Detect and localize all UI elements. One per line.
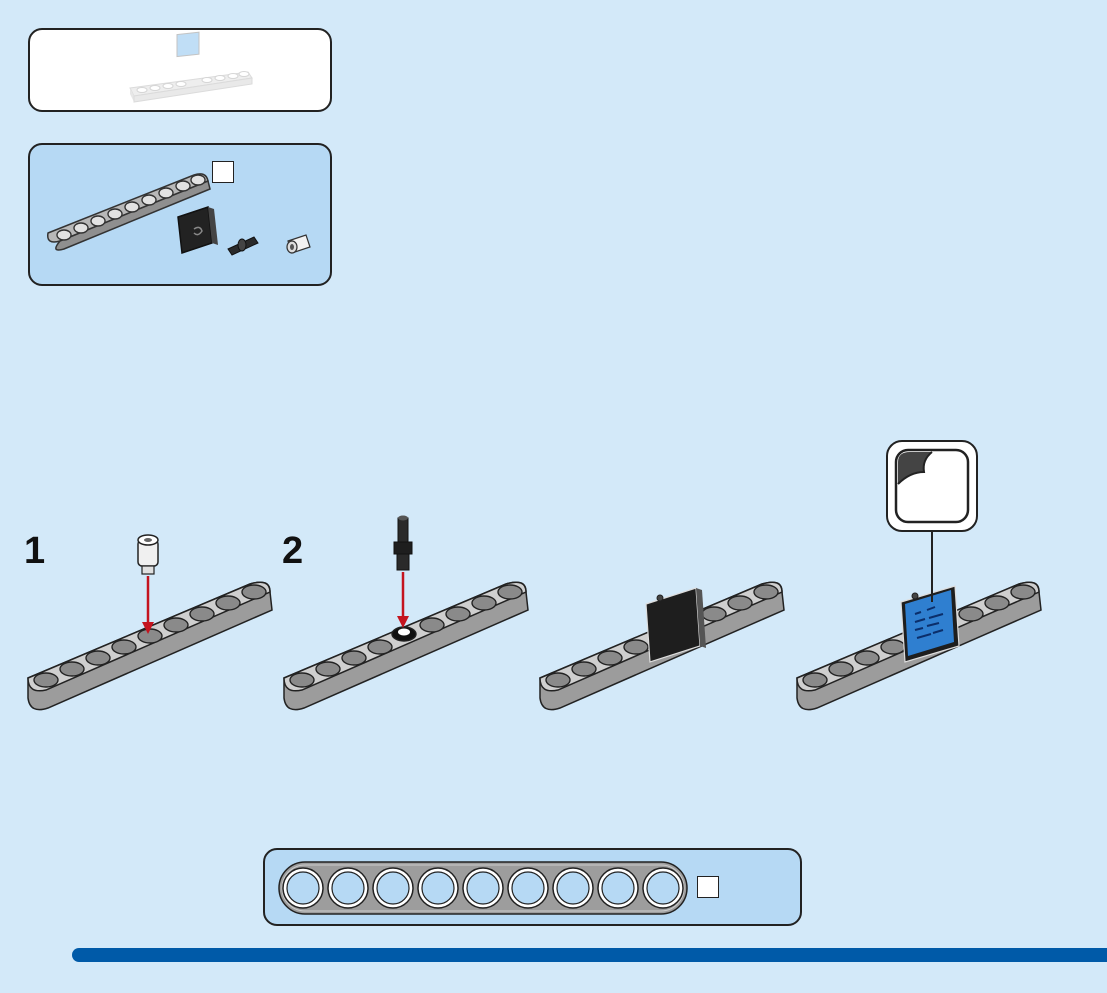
step-2-axle-pin [394,516,412,571]
ruler-hole-inner [557,872,589,904]
step-2-beam [284,582,528,709]
parts-qty-box [212,161,234,183]
ruler-hole-inner [512,872,544,904]
ruler-qty-box [697,876,719,898]
parts-illustration [30,145,330,284]
beam-length-ruler [265,850,800,924]
tile-part [178,207,218,253]
step-3-panel [536,570,786,718]
ruler-hole-inner [332,872,364,904]
step-1-bush-pin [138,535,158,574]
ruler-hole-inner [422,872,454,904]
sticker-callout [886,440,978,532]
step-3-black-tile [646,588,706,662]
step-2-panel [280,510,530,718]
insert-arrow-icon [397,572,409,628]
ruler-hole-inner [377,872,409,904]
bush-pin-part [287,235,310,253]
subassembly-preview-box [28,28,332,112]
step-4-panel [793,570,1043,718]
step-1-beam [28,582,272,709]
step-1-panel [24,518,274,718]
ruler-hole-inner [602,872,634,904]
beam-length-ruler-box [263,848,802,926]
parts-list-box [28,143,332,286]
ghost-beam-illustration [30,30,330,110]
page-bottom-bar [72,948,1107,962]
ruler-hole-inner [647,872,679,904]
insert-arrow-icon [142,576,154,634]
callout-leader-line [928,530,936,602]
ruler-hole-inner [287,872,319,904]
sticker-icon [888,442,976,530]
ruler-hole-inner [467,872,499,904]
axle-pin-part [228,237,258,255]
